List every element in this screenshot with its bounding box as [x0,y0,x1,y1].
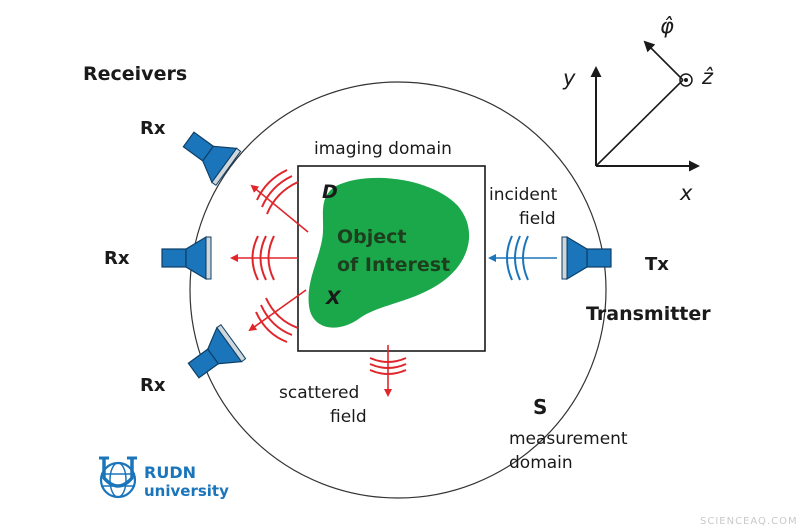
object-label-line2: of Interest [337,254,450,276]
measurement-symbol-s: S [533,395,547,419]
measurement-domain-circle [189,81,607,499]
incident-field-waves [488,235,557,281]
scattered-field-label-line2: field [330,407,367,427]
z-axis-label: ẑ [701,65,714,89]
receiver-antenna-bot [187,324,247,379]
receiver-antenna-mid [161,235,212,281]
rudn-logo-line2: university [144,482,229,500]
domain-symbol-d: D [322,181,338,203]
rx-bot-label: Rx [140,375,166,396]
rx-mid-label: Rx [104,248,130,269]
scattered-field-waves [230,169,407,397]
incident-field-label-line1: incident [489,185,558,205]
x-axis-label: x [679,181,693,205]
object-of-interest-shape [308,177,470,328]
rx-top-label: Rx [140,118,166,139]
transmitter-label: Transmitter [586,303,711,325]
incident-field-label-line2: field [519,209,556,229]
object-label-line1: Object [337,226,407,248]
measurement-domain-label-line1: measurement [509,429,628,449]
measurement-domain-label-line2: domain [509,453,573,473]
receiver-antenna-top [182,131,242,186]
coordinate-axes [590,40,700,172]
phi-axis-label: φ̂ [660,14,674,38]
scattered-field-label-line1: scattered [279,383,359,403]
receivers-label: Receivers [83,63,187,85]
object-symbol-x: X [325,287,342,309]
rudn-logo-emblem [99,456,137,499]
tx-label: Tx [645,254,669,275]
transmitter-antenna [561,235,612,281]
imaging-domain-label: imaging domain [314,139,452,159]
rudn-logo-line1: RUDN [144,463,196,482]
watermark-text: SCIENCEAQ.COM [700,516,798,527]
y-axis-label: y [562,66,576,90]
